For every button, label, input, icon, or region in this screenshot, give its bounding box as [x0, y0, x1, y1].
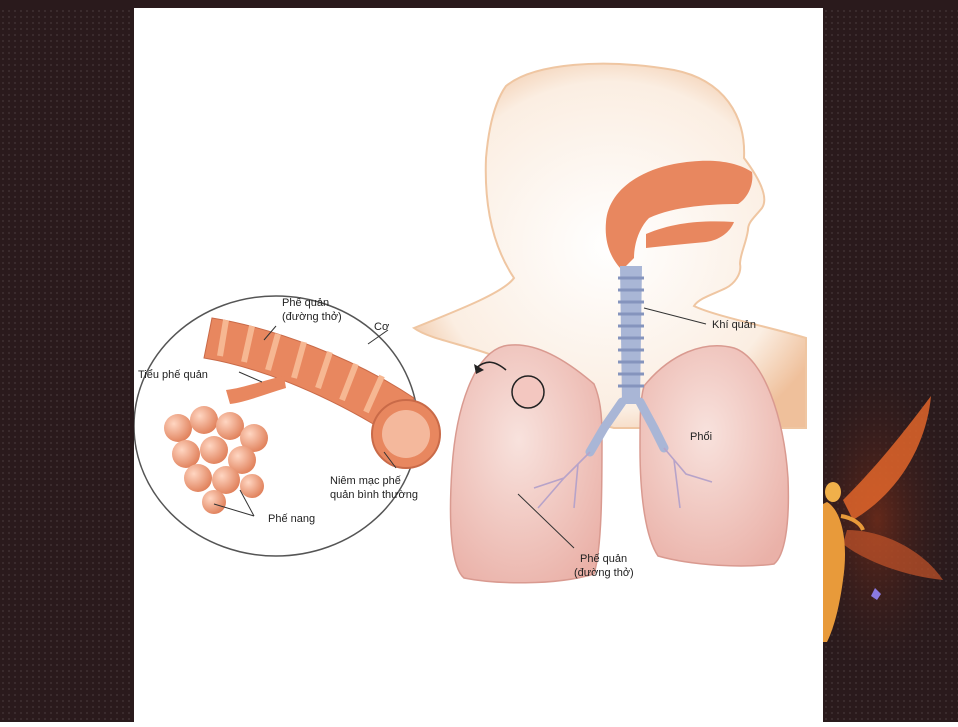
label-bronchus-inset: Phế quản: [282, 297, 329, 309]
label-trachea: Khí quản: [712, 319, 756, 331]
slide-canvas: Phế quản (đường thở) Cơ Tiểu phế quản Ni…: [134, 8, 823, 722]
label-bronchiole: Tiểu phế quản: [138, 369, 208, 381]
label-bronchus-main: Phế quản: [580, 553, 627, 565]
label-mucosa: Niêm mạc phế: [330, 475, 401, 487]
label-bronchus-main-sub: (đường thở): [574, 567, 634, 579]
label-mucosa-sub: quản bình thường: [330, 489, 418, 501]
label-alveoli: Phế nang: [268, 513, 315, 525]
top-frame: [0, 0, 958, 8]
label-muscle: Cơ: [374, 321, 389, 333]
lung-highlight-circle: [512, 376, 544, 408]
respiratory-diagram: Phế quản (đường thở) Cơ Tiểu phế quản Ni…: [134, 8, 823, 722]
label-bronchus-inset-sub: (đường thở): [282, 311, 342, 323]
fairy-decoration: [823, 380, 958, 660]
left-background-panel: [0, 8, 134, 722]
label-lung: Phổi: [690, 431, 712, 443]
